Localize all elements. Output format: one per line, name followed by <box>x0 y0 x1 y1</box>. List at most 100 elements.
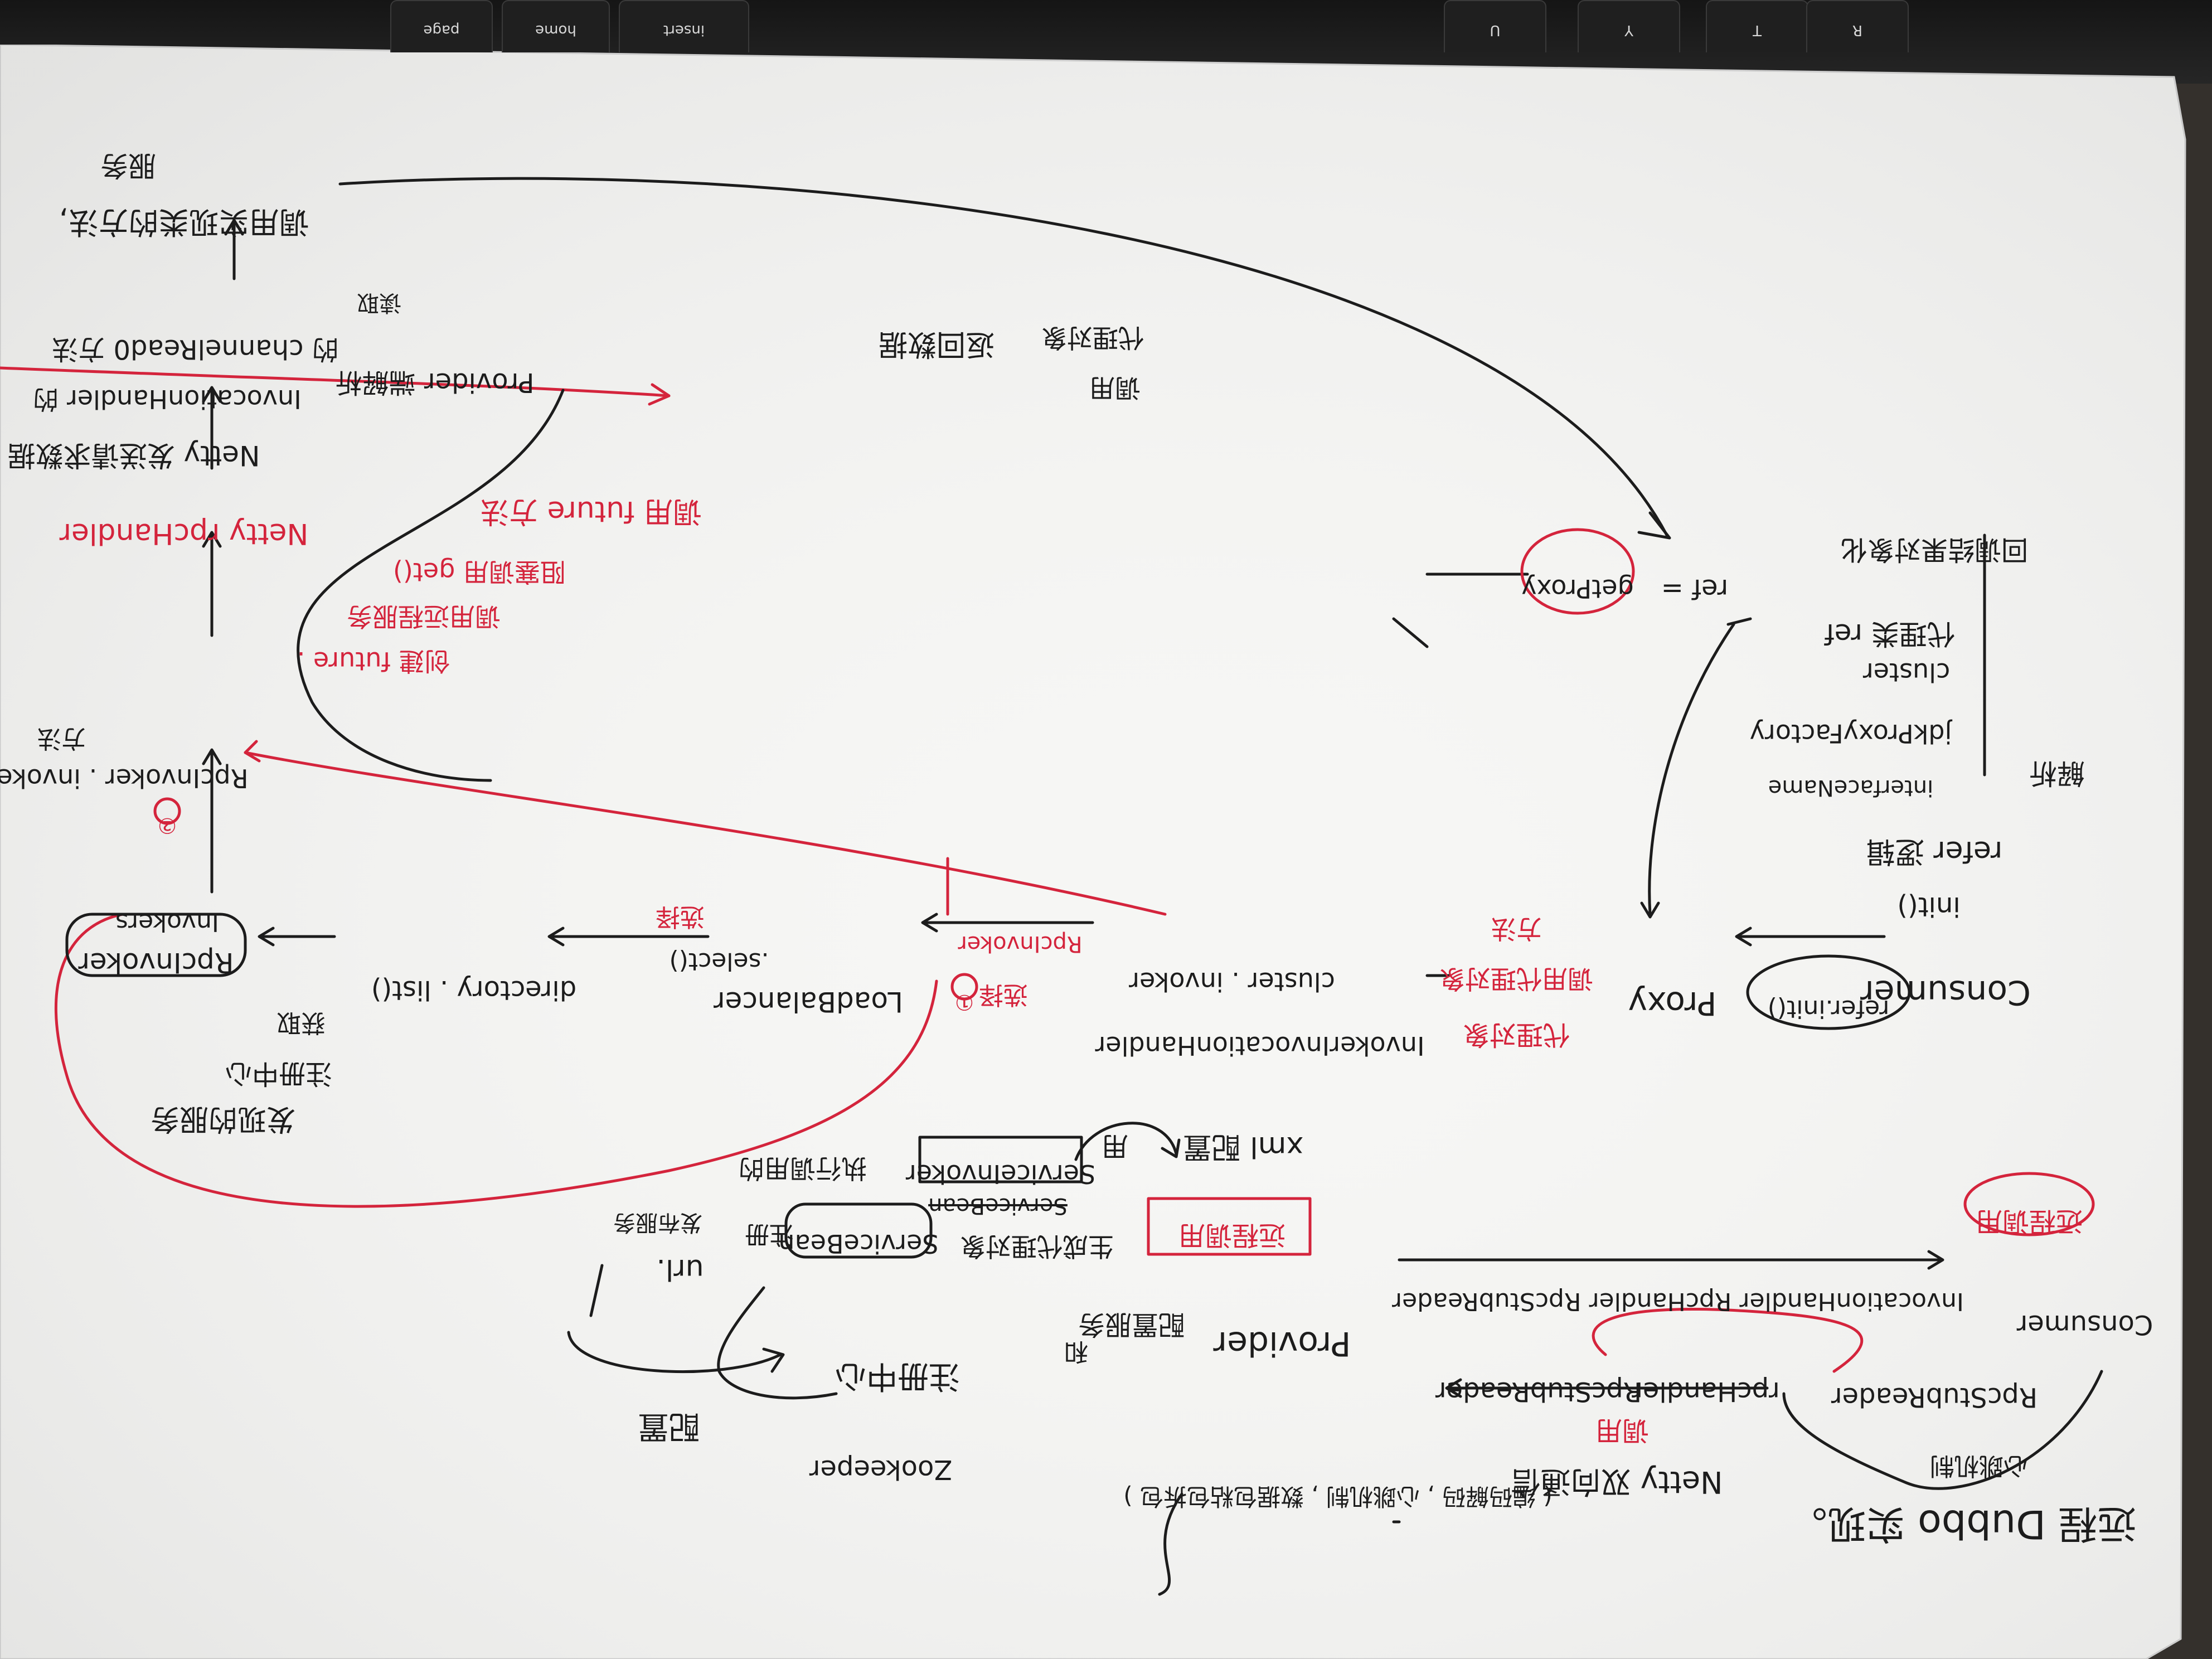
red-loop-bottom <box>1592 1307 1864 1373</box>
arrowhead-top <box>1637 511 1671 540</box>
note-select-red: 选择 <box>656 903 705 931</box>
keyboard-key: U <box>1444 0 1546 52</box>
note-select: 选择 <box>979 981 1028 1009</box>
note-serviceinvoker: ServiceInvoker <box>906 1159 1095 1189</box>
note-invoke-impl: 调用实现类的方法, <box>59 205 309 240</box>
note-proxy-object: 代理对象 <box>1463 1019 1570 1050</box>
note-directory-list: directory . list() <box>371 974 576 1006</box>
note-netty-paren: ( 编码解码 , 心跳机制 , 数据包粘包拆包 ) <box>1123 1483 1553 1510</box>
note-refer-init: refer.init() <box>1768 995 1890 1023</box>
note-invoke-get: 调用远程服务 <box>347 601 501 632</box>
note-with: 和 <box>1064 1337 1088 1366</box>
note-reflect-call: 执行调用的 <box>739 1153 867 1183</box>
note-invocation-handler-line: InvocationHandler 的 <box>33 384 301 414</box>
note-use: 用 <box>1102 1131 1128 1162</box>
note-config: 配置 <box>638 1408 700 1444</box>
note-remote-call-box: 远程调用 <box>1178 1220 1286 1251</box>
note-invocationhandler-chain: InvocationHandler RpcHandler RpcStubRead… <box>1391 1287 1964 1316</box>
note-netty-rpchandler: Netty rpcHandler <box>59 517 308 550</box>
note-discover-service: 发现的服务 <box>151 1102 295 1136</box>
note-rpcinvoker-box: RpcInvoker <box>78 947 234 979</box>
note-provider-top: Provider 端解析 <box>336 367 535 398</box>
arrow-ref-proxy <box>1648 623 1735 916</box>
note-fetch: 获取 <box>276 1008 326 1037</box>
note-config-service: 配置服务 <box>1078 1309 1185 1340</box>
note-invoke: 调用 <box>1595 1415 1649 1446</box>
paper-outline <box>0 45 2186 1659</box>
note-rpcinvoker-red: RpcInvoker <box>958 931 1083 957</box>
keyboard-key: home <box>502 0 610 52</box>
note-zookeeper: Zookeeper <box>809 1454 952 1485</box>
note-service: 服务 <box>100 149 156 182</box>
note-registry: 注册中心 <box>835 1358 960 1394</box>
note-servicebean-struck: ServiceBean <box>928 1193 1068 1219</box>
note-cluster-invoker: cluster . invoker <box>1129 967 1335 997</box>
red-loop-loadbalancer <box>54 913 938 1208</box>
note-init: init() <box>1897 891 1960 922</box>
note-heartbeat: 心跳机制 <box>1930 1452 2028 1480</box>
remote-call-circle <box>1963 1172 2095 1236</box>
note-title: 远程 Dubbo 实现。 <box>1788 1501 2136 1547</box>
note-rpchandler: rpcHandler <box>1632 1376 1780 1407</box>
note-rpcinvoker-invoke: RpcInvoker . invoke <box>0 763 249 793</box>
note-create-future: 创建 future . <box>297 646 450 676</box>
keyboard-key: R <box>1806 0 1909 52</box>
handwritten-diagram: 远程 Dubbo 实现。 Netty 双向通信 ( 编码解码 , 心跳机制 , … <box>0 149 2153 1596</box>
arrow-top-curve <box>338 177 1668 537</box>
serviceinvoker-rect <box>918 1136 1083 1183</box>
note-reg: 注册 <box>745 1220 794 1249</box>
keyboard-key: T <box>1706 0 1808 52</box>
note-gen-proxy: 生成代理对象 <box>960 1231 1114 1262</box>
note-method-short: 方法 <box>37 724 86 753</box>
keyboard-key: page <box>390 0 493 52</box>
rpcinvoker-box <box>65 913 247 977</box>
note-publish-service: 发布服务 <box>613 1210 702 1235</box>
note-parse: 解析 <box>2029 757 2085 789</box>
servicebean-box <box>784 1202 933 1259</box>
note-xml-config: xml 配置 <box>1183 1130 1303 1163</box>
note-url: url. <box>656 1253 704 1286</box>
note-circle-2: ② <box>158 813 177 838</box>
note-invoker-invocationhandler: InvokerInvocationHandler <box>1095 1031 1424 1061</box>
note-invoke-proxy-method: 调用代理对象 <box>1439 964 1593 994</box>
note-proxy-data: 代理对象 <box>1041 323 1144 353</box>
note-jdk-proxy-factory: jdkProxyFactory <box>1750 719 1953 749</box>
note-rpcstubreader-right: RpcStubReader <box>1435 1376 1642 1407</box>
remote-call-box <box>1147 1197 1312 1256</box>
note-refer-logic: refer 逻辑 <box>1866 835 2002 868</box>
future-loop <box>297 389 565 782</box>
red-divider-line <box>0 366 671 397</box>
note-interface-name: interfaceName <box>1768 775 1933 801</box>
note-read: 读取 <box>357 290 401 316</box>
note-method: 方法 <box>1491 914 1542 944</box>
note-block-get: 阻塞调用 get() <box>393 557 566 587</box>
note-cluster: cluster <box>1863 657 1951 687</box>
note-netty-send: Netty 发送请求数据 <box>8 439 260 472</box>
note-proxy-ref: 代理类 ref <box>1824 618 1955 650</box>
note-remote-call: 远程调用 <box>1976 1206 2083 1237</box>
note-select-call: .select() <box>669 947 769 976</box>
refer-init-circle <box>1746 954 1911 1030</box>
note-return-data: 返回数据 <box>879 327 995 361</box>
paper-sheet: 远程 Dubbo 实现。 Netty 双向通信 ( 编码解码 , 心跳机制 , … <box>0 45 2212 1659</box>
note-netty-comm: Netty 双向通信 <box>1510 1464 1723 1500</box>
keyboard-key: Y <box>1578 0 1680 52</box>
getproxy-circle <box>1520 528 1635 615</box>
note-rpcstubreader-left: RpcStubReader <box>1831 1381 2038 1413</box>
note-invokers: Invokers <box>115 908 219 937</box>
note-return-result: 回调结果对象化 <box>1841 534 2028 565</box>
note-consumer-mid: Consumer <box>1860 973 2031 1012</box>
note-proxy: Proxy <box>1628 984 1717 1022</box>
red-arrow-long <box>244 751 1167 916</box>
note-ref-eq: ref = <box>1661 573 1729 604</box>
note-loadbalancer: LoadBalancer <box>714 986 903 1018</box>
note-call: 调用 <box>1089 373 1141 403</box>
note-consumer-right: Consumer <box>2016 1309 2153 1340</box>
note-circle-1: ① <box>955 990 974 1015</box>
note-provider-bottom: Provider <box>1213 1324 1351 1363</box>
note-registry-center: 注册中心 <box>225 1058 332 1089</box>
note-call-future: 调用 future 方法 <box>480 494 702 528</box>
note-channel-read: 的 channelRead0 方法 <box>51 333 339 365</box>
note-getproxy: getProxy <box>1521 574 1634 604</box>
keyboard-key: insert <box>619 0 749 52</box>
